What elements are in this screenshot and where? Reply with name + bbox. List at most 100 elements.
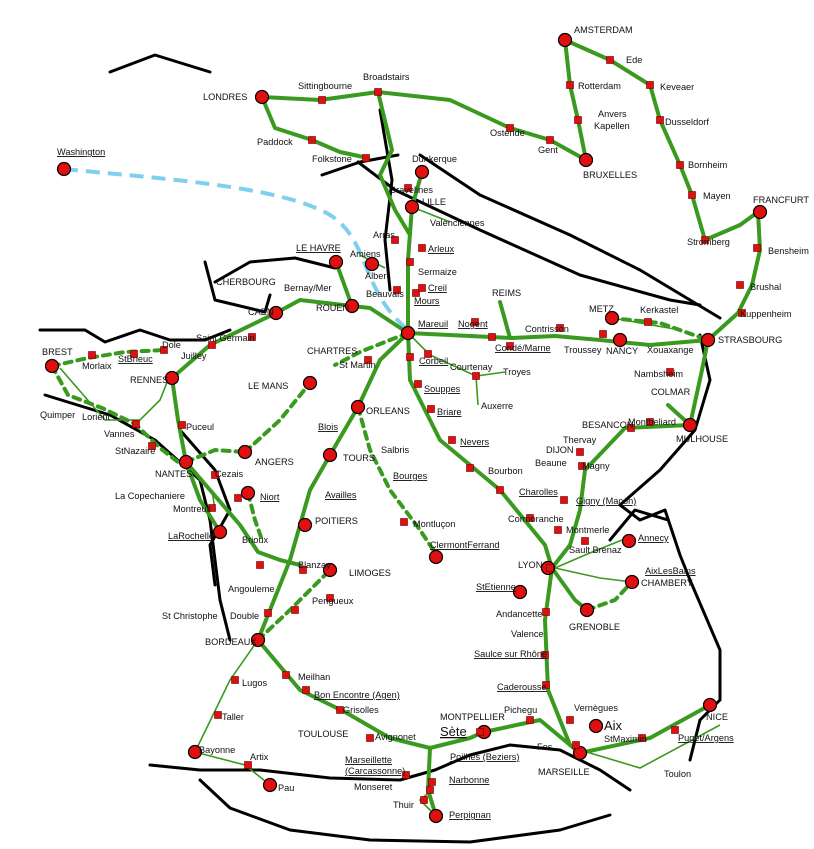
label-taller: Taller: [222, 712, 244, 722]
major-station-35: [187, 744, 203, 760]
minor-station-40: [132, 420, 140, 428]
minor-station-42: [646, 418, 654, 426]
minor-station-57: [526, 514, 534, 522]
minor-station-24: [471, 318, 479, 326]
major-station-26: [579, 602, 595, 618]
major-station-14: [44, 358, 60, 374]
minor-station-14: [688, 191, 696, 199]
label-rotterdam: Rotterdam: [578, 81, 621, 91]
label-thuir: Thuir: [393, 800, 414, 810]
minor-station-59: [291, 606, 299, 614]
dashed-route-10: [246, 491, 264, 542]
major-station-18: [178, 454, 194, 470]
major-station-7: [268, 305, 284, 321]
minor-station-5: [546, 136, 554, 144]
label-brushal: Brushal: [750, 282, 781, 292]
label-paddock: Paddock: [257, 137, 293, 147]
label-souppes: Souppes: [424, 384, 461, 394]
label-auxerre: Auxerre: [481, 401, 513, 411]
label-larochelle: LaRochelle: [168, 531, 214, 541]
label-valence: Valence: [511, 629, 544, 639]
label-limoges: LIMOGES: [349, 568, 391, 578]
label-metz: METZ: [589, 304, 614, 314]
label-caen: CAEN: [248, 307, 274, 317]
minor-station-26: [644, 318, 652, 326]
rail-line-7: [498, 300, 512, 340]
label-beauvais: Beauvais: [366, 289, 404, 299]
label-lugos: Lugos: [242, 678, 267, 688]
minor-station-20: [412, 289, 420, 297]
label-lorient: Lorient: [82, 412, 111, 422]
minor-station-1: [606, 56, 614, 64]
minor-station-36: [472, 372, 480, 380]
label-thervay: Thervay: [563, 435, 597, 445]
minor-station-70: [526, 716, 534, 724]
major-station-13: [700, 332, 716, 348]
minor-station-12: [362, 154, 370, 162]
minor-station-50: [496, 486, 504, 494]
label-arleux: Arleux: [428, 244, 454, 254]
major-station-32: [572, 745, 588, 761]
minor-station-25: [556, 324, 564, 332]
label-stnazaire: StNazaire: [115, 446, 155, 456]
minor-station-75: [671, 726, 679, 734]
label-lemans: LE MANS: [248, 381, 288, 391]
label-stmartin: St Martin: [339, 360, 376, 370]
minor-station-64: [282, 671, 290, 679]
rail-line-4: [563, 38, 588, 162]
minor-station-82: [299, 566, 307, 574]
stations-layer: [44, 32, 768, 824]
main-rail-layer: [170, 38, 762, 818]
label-tours: TOURS: [343, 453, 375, 463]
label-rennes: RENNES: [130, 375, 168, 385]
major-station-25: [624, 574, 640, 590]
label-stmaximin: StMaximin: [604, 734, 647, 744]
minor-station-61: [541, 651, 549, 659]
label-poilhes: Poilhes (Beziers): [450, 752, 519, 762]
label-mayen: Mayen: [703, 191, 731, 201]
major-station-40: [237, 444, 253, 460]
minor-station-48: [211, 471, 219, 479]
label-mulhouse: MULHOUSE: [676, 434, 728, 444]
label-juilley: Juilley: [181, 351, 207, 361]
label-troyes: Troyes: [503, 367, 531, 377]
label-lehavre: LE HAVRE: [296, 243, 341, 253]
label-brioux: Brioux: [242, 535, 268, 545]
label-availles: Availles: [325, 490, 357, 500]
minor-station-41: [427, 405, 435, 413]
minor-station-79: [420, 796, 428, 804]
label-pau: Pau: [278, 783, 294, 793]
minor-station-51: [234, 494, 242, 502]
label-avignonet: Avignonet: [375, 732, 416, 742]
label-bernaymer: Bernay/Mer: [284, 283, 332, 293]
dashed-route-7: [256, 568, 332, 642]
minor-station-9: [374, 88, 382, 96]
label-albert: Albert: [365, 271, 389, 281]
label-cezais: Cezais: [215, 469, 243, 479]
major-station-41: [302, 375, 318, 391]
major-station-12: [612, 332, 628, 348]
label-kapellen: Kapellen: [594, 121, 630, 131]
label-double: Double: [230, 611, 259, 621]
label-folkstone: Folkstone: [312, 154, 352, 164]
minor-station-86: [599, 330, 607, 338]
rail-line-12: [256, 331, 410, 642]
minor-station-3: [646, 81, 654, 89]
rail-line-14: [184, 460, 302, 567]
rail-line-10: [334, 260, 410, 335]
label-condemarne: Condé/Marne: [495, 343, 551, 353]
label-magny: Magny: [582, 461, 610, 471]
minor-station-78: [426, 786, 434, 794]
minor-station-83: [581, 537, 589, 545]
label-reims: REIMS: [492, 288, 521, 298]
label-lyon: LYON: [518, 560, 542, 570]
label-vannes: Vannes: [104, 429, 135, 439]
minor-station-76: [402, 771, 410, 779]
minor-station-11: [676, 161, 684, 169]
label-stetienne: StEtienne: [476, 582, 516, 592]
minor-station-10: [308, 136, 316, 144]
label-annecy: Annecy: [638, 533, 669, 543]
major-station-8: [344, 298, 360, 314]
major-station-34: [702, 697, 718, 713]
